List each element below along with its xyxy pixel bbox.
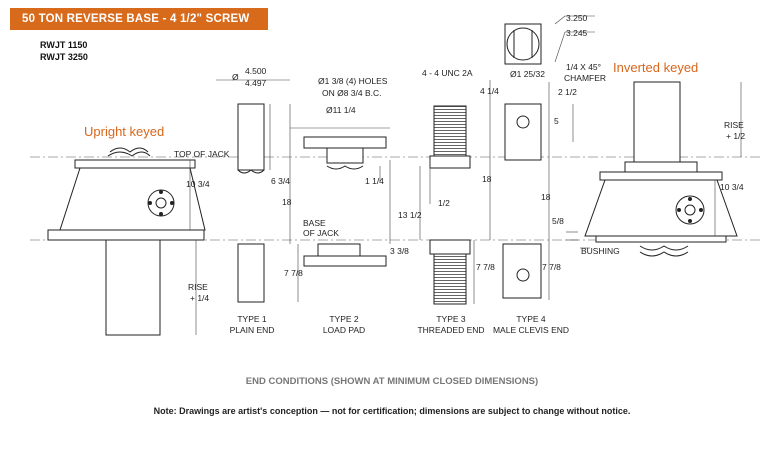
footnote: Note: Drawings are artist's conception —…	[153, 406, 631, 416]
inverted-keyed-label: Inverted keyed	[613, 60, 699, 75]
top-of-jack-label: TOP OF JACK	[174, 149, 230, 159]
square-section	[504, 23, 542, 65]
dim-4497: 4.497	[245, 78, 267, 88]
dim-phi: Ø	[232, 72, 239, 82]
type4-name: MALE CLEVIS END	[493, 325, 569, 335]
dim-7-7-8-c: 7 7/8	[542, 262, 561, 272]
dim-18-a: 18	[282, 197, 292, 207]
type4-clevis-end	[502, 103, 542, 299]
dim-4500: 4.500	[245, 66, 267, 76]
type2-name: LOAD PAD	[323, 325, 365, 335]
dim-18-b: 18	[482, 174, 492, 184]
type4-number: TYPE 4	[516, 314, 546, 324]
base-of-jack-line1: BASE	[303, 218, 326, 228]
type1-number: TYPE 1	[237, 314, 267, 324]
type3-name: THREADED END	[417, 325, 484, 335]
model-number: RWJT 1150	[40, 40, 88, 50]
type2-load-pad	[303, 136, 387, 267]
dim-6-3-4: 6 3/4	[271, 176, 290, 186]
dimension-lines	[189, 15, 742, 335]
base-of-jack-line2: OF JACK	[303, 228, 339, 238]
dim-10-3-4-left: 10 3/4	[186, 179, 210, 189]
dim-pad-dia: Ø11 1/4	[326, 105, 356, 115]
dim-pin-dia: Ø1 25/32	[510, 69, 545, 79]
dim-18-c: 18	[541, 192, 551, 202]
bushing-label: BUSHING	[581, 246, 620, 256]
dim-clevis-2-1-2: 2 1/2	[558, 87, 577, 97]
dim-1-2: 1/2	[438, 198, 450, 208]
rise-right-line1: RISE	[724, 120, 744, 130]
rise-left-line2: + 1/4	[190, 293, 209, 303]
dim-thread-len: 4 1/4	[480, 86, 499, 96]
end-conditions-caption: END CONDITIONS (SHOWN AT MINIMUM CLOSED …	[245, 376, 539, 387]
dim-5-8: 5/8	[552, 216, 564, 226]
rise-right-line2: + 1/2	[726, 131, 745, 141]
inverted-jack	[584, 81, 738, 257]
dim-chamfer-line1: 1/4 X 45°	[566, 62, 601, 72]
dim-thread: 4 - 4 UNC 2A	[422, 68, 473, 78]
dim-1-1-4: 1 1/4	[365, 176, 384, 186]
title-banner: 50 TON REVERSE BASE - 4 1/2" SCREW	[10, 8, 268, 30]
type2-number: TYPE 2	[329, 314, 359, 324]
dim-7-7-8-a: 7 7/8	[284, 268, 303, 278]
type1-name: PLAIN END	[230, 325, 275, 335]
dim-chamfer-line2: CHAMFER	[564, 73, 606, 83]
dim-3-3-8: 3 3/8	[390, 246, 409, 256]
dim-7-7-8-b: 7 7/8	[476, 262, 495, 272]
dim-10-3-4-right: 10 3/4	[720, 182, 744, 192]
type3-number: TYPE 3	[436, 314, 466, 324]
dim-sq-3250: 3.250	[566, 13, 588, 23]
model-number: RWJT 3250	[40, 52, 88, 62]
dim-holes-line1: Ø1 3/8 (4) HOLES	[318, 76, 388, 86]
dim-13-1-2: 13 1/2	[398, 210, 422, 220]
dim-sq-3245: 3.245	[566, 28, 588, 38]
dim-clevis-5: 5	[554, 116, 559, 126]
type3-threaded-end	[429, 105, 471, 305]
type1-plain-end	[237, 103, 265, 303]
dim-holes-line2: ON Ø8 3/4 B.C.	[322, 88, 382, 98]
upright-jack	[47, 147, 206, 336]
rise-left-line1: RISE	[188, 282, 208, 292]
upright-keyed-label: Upright keyed	[84, 124, 165, 139]
